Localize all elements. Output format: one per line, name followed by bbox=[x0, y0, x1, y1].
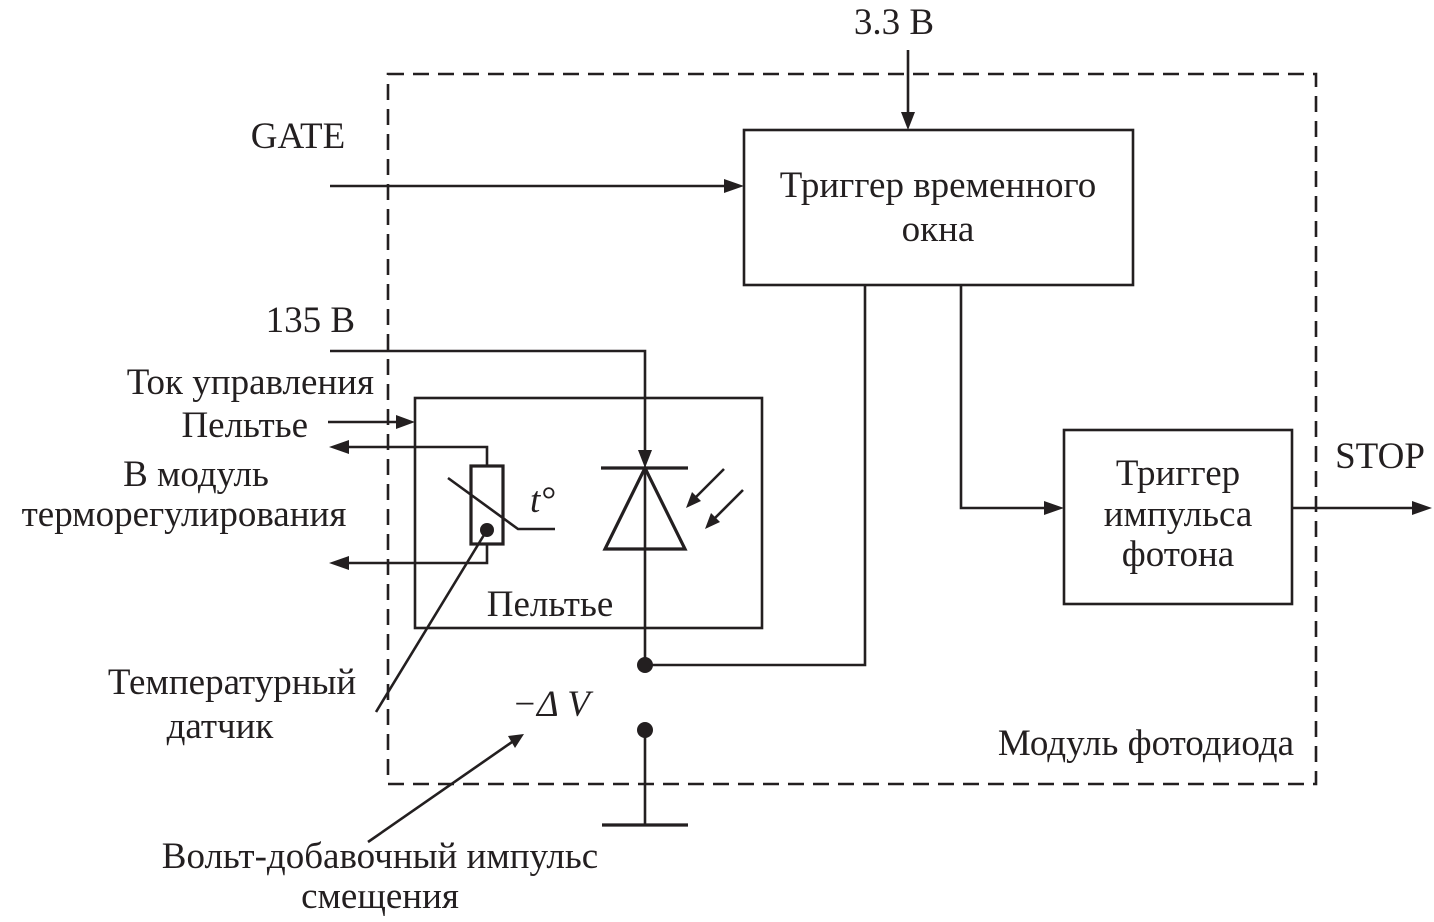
bias-135v-wire bbox=[330, 349, 647, 455]
light-arrowhead-2 bbox=[705, 513, 720, 529]
gate-arrowhead bbox=[724, 179, 744, 193]
thermo-module-label-line2: терморегулирования bbox=[22, 494, 347, 535]
bias-pulse-label-line1: Вольт-добавочный импульс bbox=[162, 836, 598, 877]
photon-trigger-input-arrowhead bbox=[1044, 501, 1064, 515]
photon-trigger-label-line2: импульса bbox=[1104, 494, 1253, 535]
peltier-block-label: Пельтье bbox=[487, 584, 614, 625]
window-trigger-block bbox=[742, 128, 1135, 287]
window-trigger-label-line2: окна bbox=[902, 209, 975, 250]
photon-trigger-label-line1: Триггер bbox=[1116, 453, 1240, 494]
supply-3v3-arrowhead bbox=[901, 112, 915, 130]
window-trigger-label-line1: Триггер временного bbox=[780, 165, 1097, 206]
temp-sensor-pointer bbox=[374, 529, 489, 713]
temp-sensor-label-line1: Температурный bbox=[108, 662, 356, 703]
photon-trigger-block bbox=[1062, 428, 1294, 606]
light-arrowhead-1 bbox=[686, 492, 701, 508]
photodiode-module-boundary bbox=[386, 72, 1318, 786]
light-arrow-1 bbox=[691, 468, 725, 502]
stop-arrowhead bbox=[1412, 501, 1432, 515]
signal-node-dot bbox=[637, 657, 653, 673]
bias-135v-arrowhead bbox=[638, 450, 652, 468]
module-label: Модуль фотодиода bbox=[998, 723, 1294, 764]
bias-pulse-arrowhead bbox=[508, 734, 524, 748]
peltier-block bbox=[413, 396, 764, 630]
thermistor-bottom-wire bbox=[345, 544, 489, 565]
bias-pulse-pointer bbox=[367, 740, 513, 844]
stop-label: STOP bbox=[1335, 436, 1425, 477]
temp-sensor-label-line2: датчик bbox=[167, 706, 275, 747]
bias-pulse-label-line2: смещения bbox=[301, 876, 459, 917]
thermistor-bottom-arrowhead bbox=[329, 556, 349, 570]
light-arrow-2 bbox=[710, 489, 744, 523]
supply-3v3-label: 3.3 В bbox=[854, 2, 934, 43]
delta-v-symbol: −Δ V bbox=[512, 684, 594, 725]
thermistor-variable-slash bbox=[447, 476, 555, 531]
gate-label: GATE bbox=[251, 116, 346, 157]
window-trigger-to-node-wire bbox=[645, 285, 867, 667]
thermistor-top-arrowhead bbox=[329, 440, 349, 454]
thermo-module-label-line1: В модуль bbox=[123, 454, 269, 495]
photon-trigger-label-line3: фотона bbox=[1122, 534, 1234, 575]
thermistor-icon bbox=[469, 464, 505, 546]
peltier-current-label-line1: Ток управления bbox=[127, 362, 374, 403]
peltier-current-label-line2: Пельтье bbox=[181, 405, 308, 446]
thermistor-top-wire bbox=[345, 445, 489, 466]
window-trigger-to-photon-trigger-wire bbox=[959, 285, 1050, 510]
temperature-symbol: t° bbox=[530, 480, 555, 521]
peltier-current-arrowhead bbox=[396, 415, 415, 429]
bias-135v-label: 135 В bbox=[266, 300, 355, 341]
